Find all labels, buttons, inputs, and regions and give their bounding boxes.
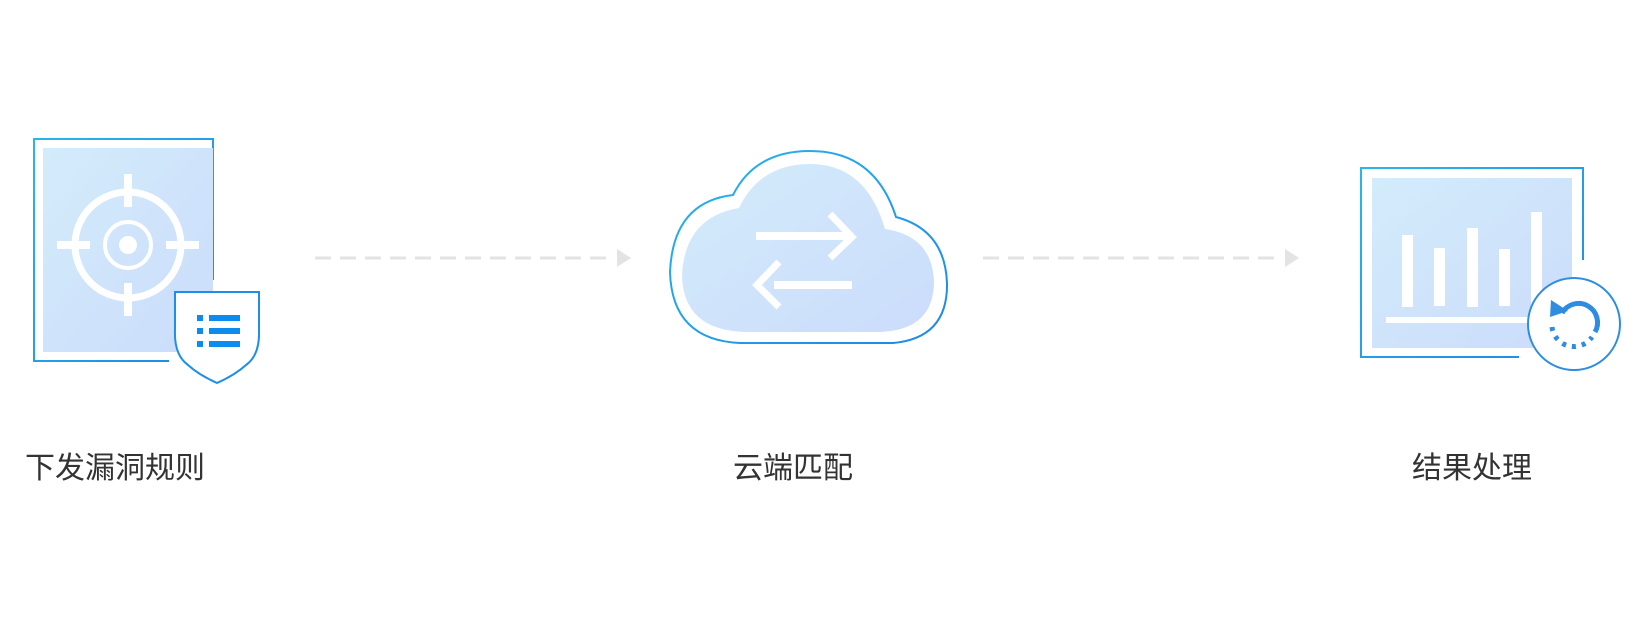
step-label-result-processing: 结果处理 [1412,451,1532,486]
step-label-issue-rules: 下发漏洞规则 [25,451,205,486]
connector-arrow-2 [983,249,1299,267]
crosshair-icon [57,174,199,316]
swap-arrows-icon [752,211,857,310]
bar-chart-icon [1386,212,1542,323]
shield-list-icon [173,291,261,385]
target-document-shield-icon [33,138,261,385]
cloud-sync-icon [668,149,949,344]
refresh-icon [1527,277,1621,371]
step-label-cloud-match: 云端匹配 [733,451,853,486]
chart-refresh-icon [1360,167,1621,371]
connector-arrow-1 [315,249,631,267]
